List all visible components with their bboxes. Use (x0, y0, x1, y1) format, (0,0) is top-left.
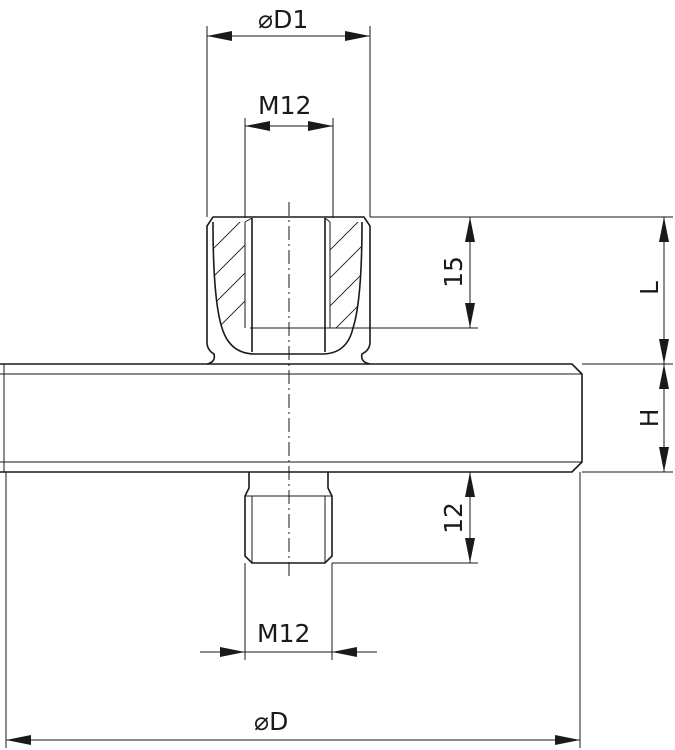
svg-text:⌀D1: ⌀D1 (258, 5, 308, 34)
svg-text:⌀D: ⌀D (254, 707, 288, 736)
section-hatching (213, 222, 362, 328)
dimension-12: 12 (332, 472, 478, 564)
label-m12-bottom: M12 (257, 619, 310, 648)
diameter-symbol-d1: ⌀ (258, 5, 273, 34)
label-m12-top: M12 (258, 91, 311, 120)
dimension-m12-top: M12 (244, 91, 334, 218)
label-d: D (269, 707, 288, 736)
dimension-m12-bottom: M12 (200, 563, 377, 660)
label-h: H (635, 409, 664, 428)
label-d1: D1 (273, 5, 308, 34)
base-plate (0, 363, 583, 473)
dimension-l: L (478, 216, 673, 365)
label-l: L (635, 281, 664, 295)
diameter-symbol-d: ⌀ (254, 707, 269, 736)
dimension-d1: ⌀D1 (206, 5, 371, 217)
label-15: 15 (439, 256, 468, 288)
label-12: 12 (439, 502, 468, 534)
dimension-15: 15 (250, 216, 478, 329)
dimension-d: ⌀D (5, 472, 581, 748)
dimension-h: H (582, 364, 673, 473)
